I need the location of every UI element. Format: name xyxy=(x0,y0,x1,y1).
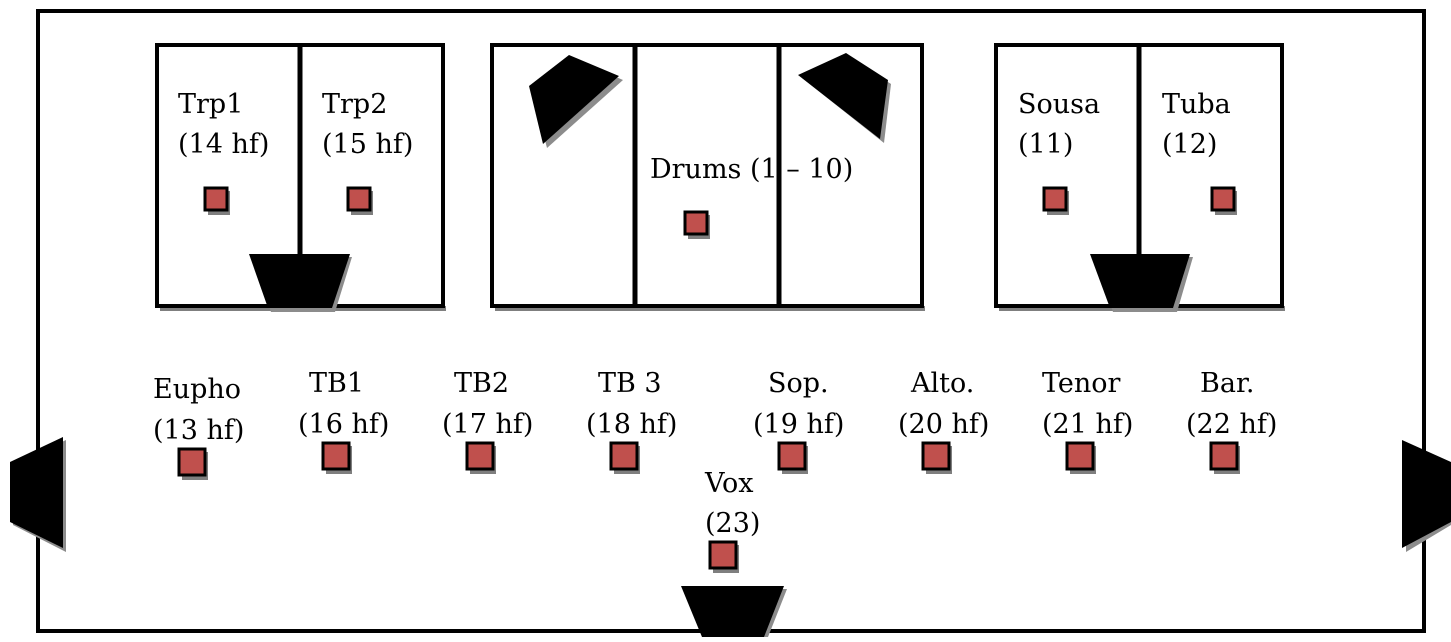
tuba-mic-marker xyxy=(1210,186,1237,215)
trp1-mic-marker xyxy=(203,186,230,215)
sop-mic-marker xyxy=(777,441,808,474)
tb2-mic-marker xyxy=(465,441,496,474)
trumpet-monitor-wedge xyxy=(249,254,352,312)
tb1-mic-marker xyxy=(321,441,352,474)
riser-shadow xyxy=(495,306,925,311)
eupho-mic-marker xyxy=(177,447,208,480)
eupho-channel: (13 hf) xyxy=(153,415,244,446)
vox-channel: (23) xyxy=(705,508,760,539)
tb3-mic-marker xyxy=(609,441,640,474)
vox-label: Vox xyxy=(704,468,754,499)
vox-monitor-wedge xyxy=(681,586,787,637)
trp2-mic-marker xyxy=(346,186,373,215)
bar-channel: (22 hf) xyxy=(1186,409,1277,440)
drums-mic-marker xyxy=(683,210,710,239)
trp2-label: Trp2 xyxy=(322,89,387,120)
left-side-fill-speaker xyxy=(10,437,66,552)
tb3-label: TB 3 xyxy=(598,368,662,399)
bar-mic-marker xyxy=(1209,441,1240,474)
tb2-channel: (17 hf) xyxy=(442,409,533,440)
sousa-mic-marker xyxy=(1042,186,1069,215)
tenor-channel: (21 hf) xyxy=(1042,409,1133,440)
sousa-channel: (11) xyxy=(1018,129,1073,160)
sousa-label: Sousa xyxy=(1018,89,1100,120)
sop-label: Sop. xyxy=(768,368,829,399)
trp1-channel: (14 hf) xyxy=(178,129,269,160)
tb1-label: TB1 xyxy=(309,368,364,399)
tuba-label: Tuba xyxy=(1162,89,1231,120)
vox-mic-marker xyxy=(708,540,739,573)
bar-label: Bar. xyxy=(1200,368,1254,399)
drum-monitor-wedge-left xyxy=(529,55,623,148)
alto-mic-marker xyxy=(921,441,952,474)
tenor-mic-marker xyxy=(1065,441,1096,474)
right-side-fill-speaker xyxy=(1402,440,1451,552)
tb3-channel: (18 hf) xyxy=(586,409,677,440)
drum-monitor-wedge-right xyxy=(798,53,891,143)
tb2-label: TB2 xyxy=(454,368,509,399)
trp2-channel: (15 hf) xyxy=(322,129,413,160)
tuba-channel: (12) xyxy=(1162,129,1217,160)
eupho-label: Eupho xyxy=(153,374,241,405)
sop-channel: (19 hf) xyxy=(753,409,844,440)
alto-channel: (20 hf) xyxy=(898,409,989,440)
drums-label: Drums (1 – 10) xyxy=(650,154,853,185)
trp1-label: Trp1 xyxy=(178,89,243,120)
tb1-channel: (16 hf) xyxy=(298,409,389,440)
alto-label: Alto. xyxy=(910,368,974,399)
low-brass-monitor-wedge xyxy=(1090,254,1193,312)
tenor-label: Tenor xyxy=(1042,368,1121,399)
